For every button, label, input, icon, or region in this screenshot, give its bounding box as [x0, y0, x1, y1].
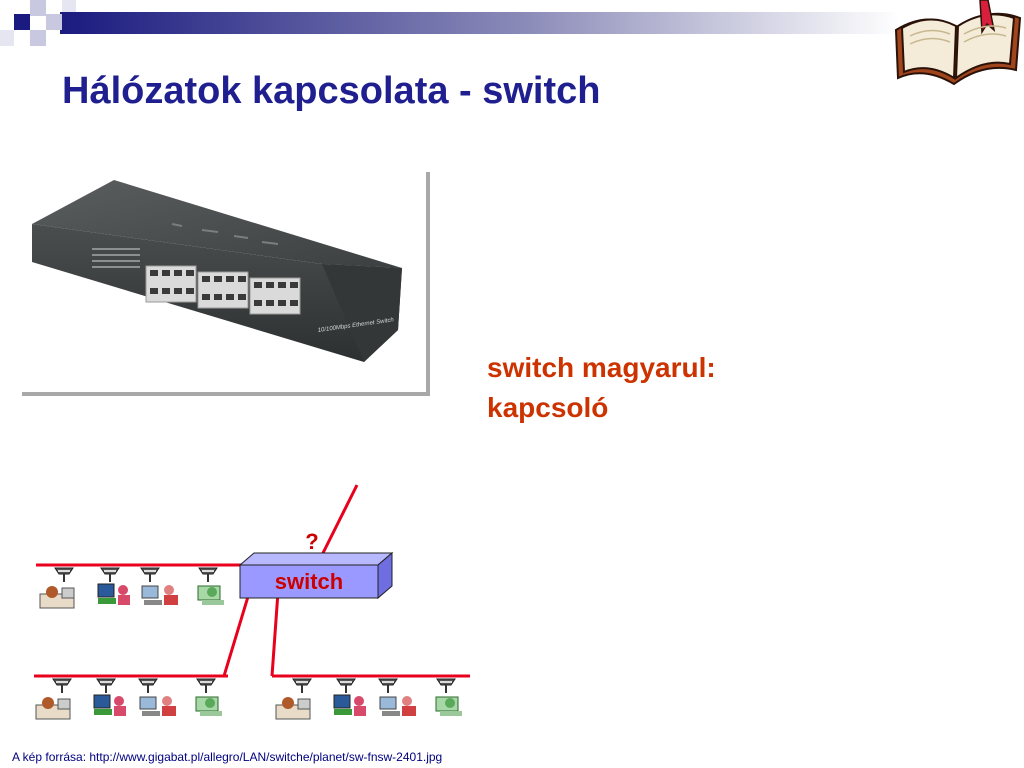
- bottom-right-segment-stations: [275, 678, 462, 720]
- computer-user-icon: [139, 696, 176, 716]
- callout-line-2: kapcsoló: [487, 392, 609, 423]
- image-source-caption: A kép forrása: http://www.gigabat.pl/all…: [12, 750, 443, 764]
- cable-lines: [34, 484, 470, 678]
- bottom-left-segment-stations: [35, 678, 222, 720]
- computer-user-icon: [379, 696, 416, 716]
- network-diagram: switch ?: [34, 484, 470, 720]
- computer-user-icon: [435, 696, 462, 716]
- callout-line-1: switch magyarul:: [487, 352, 716, 383]
- computer-user-icon: [275, 697, 311, 720]
- computer-user-icon: [197, 585, 224, 605]
- switch-photo: 10/100Mbps Ethernet Switch: [22, 172, 430, 396]
- computer-user-icon: [141, 585, 178, 605]
- computer-user-icon: [93, 694, 126, 716]
- computer-user-icon: [195, 696, 222, 716]
- header-decoration: [0, 0, 900, 46]
- computer-user-icon: [333, 694, 366, 716]
- translation-callout: switch magyarul: kapcsoló: [487, 348, 716, 428]
- open-book-icon: [894, 0, 1022, 86]
- top-segment-stations: [39, 567, 224, 609]
- computer-user-icon: [39, 586, 75, 609]
- computer-user-icon: [35, 697, 71, 720]
- computer-user-icon: [97, 583, 130, 605]
- question-mark: ?: [305, 529, 318, 554]
- switch-box: switch: [238, 551, 394, 600]
- ethernet-ports: [145, 265, 301, 315]
- switch-label: switch: [275, 569, 343, 594]
- slide-title: Hálózatok kapcsolata - switch: [62, 70, 601, 112]
